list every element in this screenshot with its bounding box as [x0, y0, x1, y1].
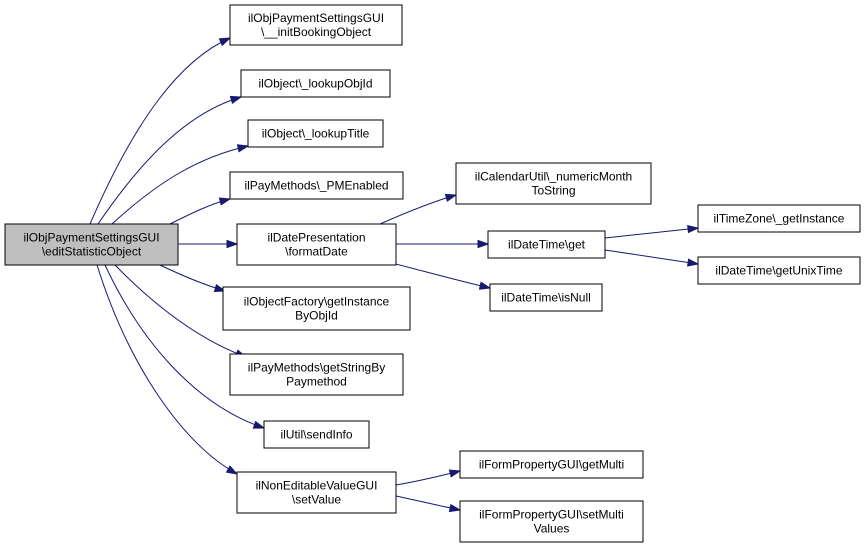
edge-line — [604, 249, 699, 265]
node-label-line: ilObjectFactory\getInstance — [244, 295, 390, 309]
node-box — [459, 450, 644, 479]
node-label-line: ByObjId — [295, 309, 338, 323]
edge-arrowhead — [444, 193, 458, 202]
edge-arrowhead — [213, 283, 227, 293]
function-node[interactable]: ilDateTime\get — [487, 230, 606, 259]
node-label-line: ilFormPropertyGUI\getMulti — [479, 458, 624, 472]
node-label-line: ilObjPaymentSettingsGUI — [23, 231, 159, 245]
edge-arrowhead — [218, 197, 232, 206]
edge-line — [604, 227, 699, 239]
function-node[interactable]: ilDateTime\getUnixTime — [697, 256, 861, 285]
function-node[interactable]: ilTimeZone\_getInstance — [697, 204, 861, 233]
node-box — [229, 4, 403, 46]
edge-root-to-n5 — [178, 239, 239, 249]
node-label-line: ilPayMethods\_PMEnabled — [244, 179, 388, 193]
edge-arrowhead — [478, 281, 492, 290]
edge-line — [104, 264, 265, 429]
edge-root-to-n9 — [96, 264, 239, 475]
function-node[interactable]: ilPayMethods\_PMEnabled — [229, 171, 404, 200]
edge-arrowhead — [687, 258, 700, 267]
edge-arrowhead — [477, 239, 490, 249]
edge-line — [96, 264, 238, 475]
node-box — [489, 283, 603, 312]
node-label-line: ilDateTime\get — [508, 238, 586, 252]
edge-arrowhead — [218, 37, 232, 47]
edge-n5-to-n11 — [396, 239, 490, 249]
edge-n9-to-n15 — [395, 469, 462, 486]
edge-root-to-n3 — [111, 144, 250, 225]
edge-line — [97, 96, 242, 225]
node-label-line: ilFormPropertyGUI\setMulti — [479, 508, 624, 522]
node-label-line: ilUtil\sendInfo — [280, 428, 352, 442]
edge-line — [114, 264, 247, 358]
edge-arrowhead — [448, 503, 462, 513]
node-label-line: \editStatisticObject — [42, 245, 142, 259]
edge-arrowhead — [225, 465, 239, 475]
function-node[interactable]: ilObject\_lookupObjId — [240, 69, 391, 98]
edge-n11-to-n13 — [604, 224, 700, 239]
node-box — [459, 500, 644, 543]
node-box — [247, 119, 384, 148]
edge-root-to-n8 — [104, 264, 266, 429]
edge-arrowhead — [687, 224, 700, 234]
node-label-line: Paymethod — [286, 375, 347, 389]
node-label-line: ilTimeZone\_getInstance — [714, 212, 845, 226]
node-box — [263, 420, 370, 449]
node-label-line: ilDateTime\isNull — [501, 291, 591, 305]
node-label-line: ToString — [531, 184, 575, 198]
node-box — [455, 162, 652, 205]
node-label-line: ilCalendarUtil\_numericMonth — [475, 170, 632, 184]
edge-line — [89, 37, 231, 225]
function-node[interactable]: ilDatePresentation\formatDate — [236, 223, 397, 266]
function-node[interactable]: ilObjPaymentSettingsGUI\__initBookingObj… — [229, 4, 403, 46]
edge-root-to-n4 — [169, 197, 232, 225]
node-label-line: \__initBookingObject — [261, 25, 372, 39]
function-node[interactable]: ilUtil\sendInfo — [263, 420, 370, 449]
function-node[interactable]: ilDateTime\isNull — [489, 283, 603, 312]
edge-arrowhead — [236, 144, 250, 153]
function-node[interactable]: ilObject\_lookupTitle — [247, 119, 384, 148]
edge-n9-to-n16 — [395, 495, 462, 513]
node-label-line: ilPayMethods\getStringBy — [248, 361, 385, 375]
node-box — [697, 256, 861, 285]
edge-arrowhead — [252, 420, 266, 429]
node-box — [240, 69, 391, 98]
node-label-line: ilNonEditableValueGUI — [256, 479, 378, 493]
edge-arrowhead — [226, 239, 239, 249]
node-box — [487, 230, 606, 259]
nodes-layer: ilObjPaymentSettingsGUI\editStatisticObj… — [4, 4, 861, 543]
node-box — [229, 353, 404, 396]
edge-root-to-n2 — [97, 95, 243, 225]
node-label-line: ilObject\_lookupObjId — [258, 77, 372, 91]
node-box — [236, 471, 397, 514]
edge-n11-to-n14 — [604, 249, 700, 267]
node-box — [229, 171, 404, 200]
node-label-line: ilObjPaymentSettingsGUI — [248, 11, 384, 25]
node-box — [222, 286, 411, 331]
node-label-line: ilDateTime\getUnixTime — [715, 264, 842, 278]
edge-line — [111, 145, 249, 225]
edge-root-to-n1 — [89, 37, 232, 225]
edge-n5-to-n10 — [379, 193, 458, 225]
edge-arrowhead — [229, 95, 243, 104]
function-node[interactable]: ilFormPropertyGUI\getMulti — [459, 450, 644, 479]
edge-arrowhead — [448, 469, 462, 478]
node-label-line: \formatDate — [285, 245, 348, 259]
node-label-line: ilObject\_lookupTitle — [262, 127, 370, 141]
node-label-line: \setValue — [292, 493, 341, 507]
edges-layer — [89, 37, 700, 513]
edge-root-to-n6 — [159, 264, 227, 293]
node-label-line: Values — [534, 522, 570, 536]
function-node[interactable]: ilNonEditableValueGUI\setValue — [236, 471, 397, 514]
node-label-line: ilDatePresentation — [267, 231, 365, 245]
node-box — [697, 204, 861, 233]
node-box — [236, 223, 397, 266]
node-box — [4, 223, 179, 266]
root-function-node[interactable]: ilObjPaymentSettingsGUI\editStatisticObj… — [4, 223, 179, 266]
